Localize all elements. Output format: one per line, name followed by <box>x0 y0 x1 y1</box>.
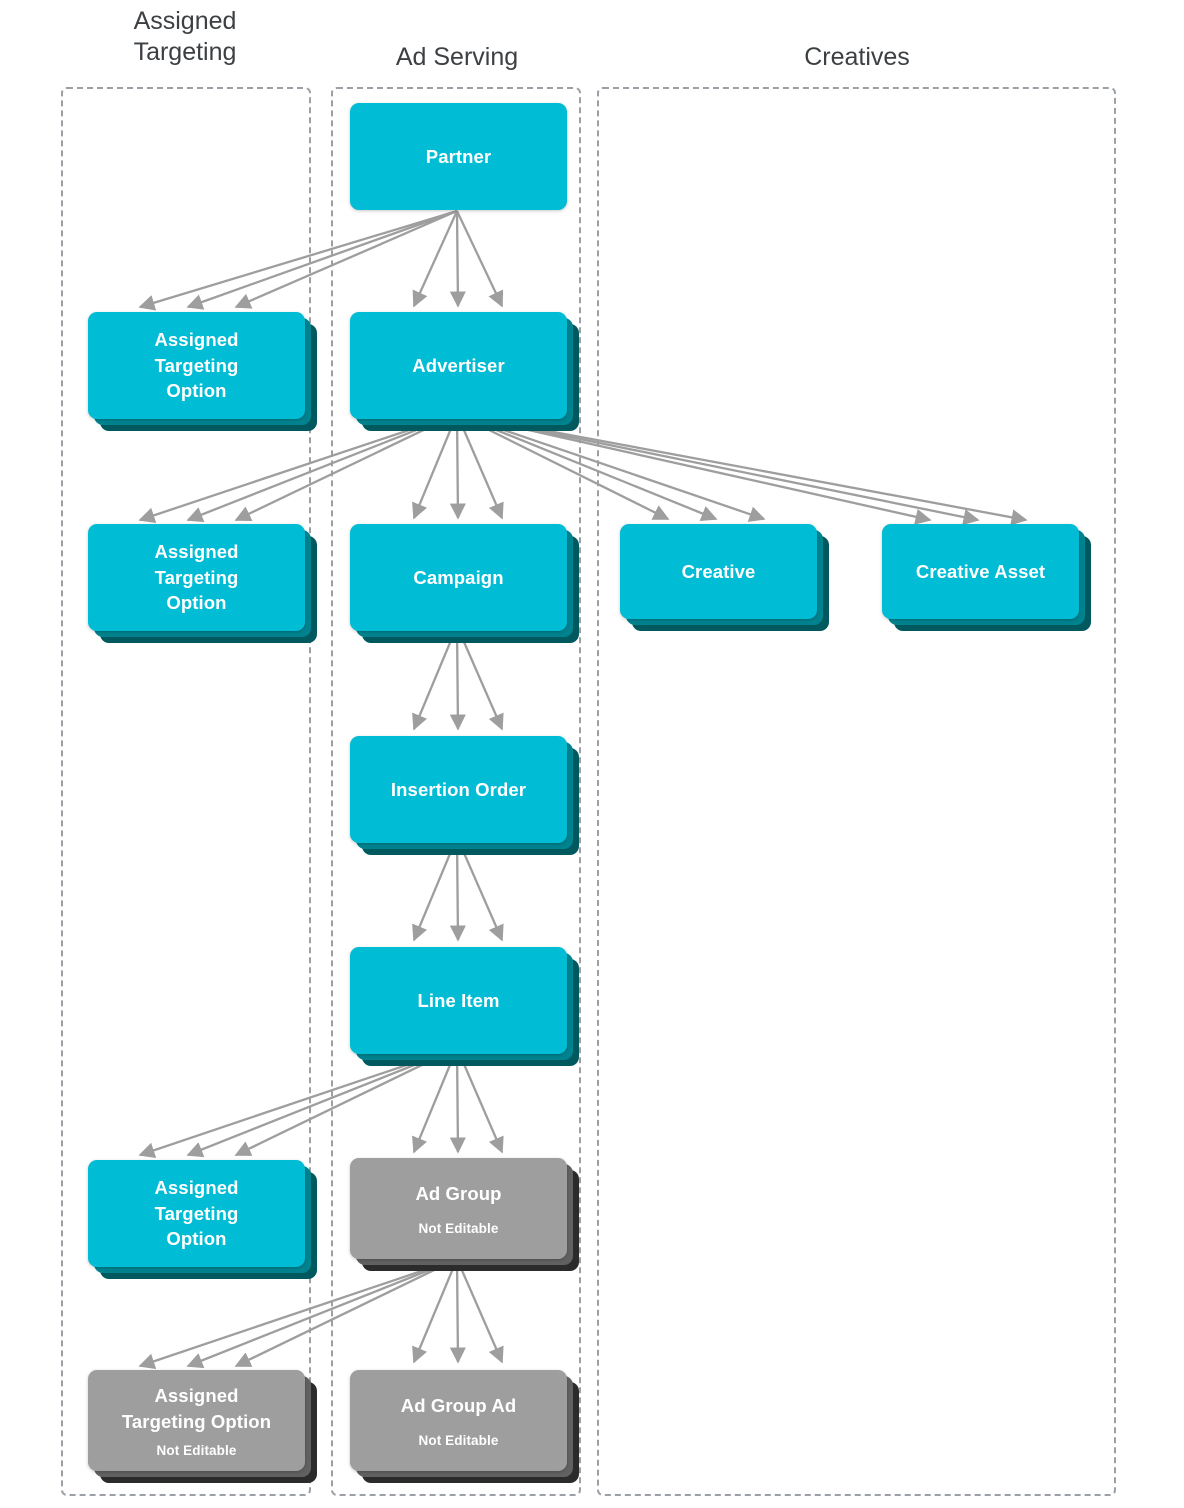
node-label: Creative Asset <box>915 560 1046 582</box>
node-insertion-order[interactable]: Insertion Order <box>350 736 579 855</box>
node-card[interactable]: Assigned Targeting Option <box>88 524 305 631</box>
node-partner[interactable]: Partner <box>350 103 567 210</box>
node-card[interactable]: Assigned Targeting Option <box>88 312 305 419</box>
column-label-line-1: Assigned <box>133 7 237 35</box>
label-line-2: Targeting <box>154 354 239 376</box>
column-group-ad-serving <box>331 87 581 1496</box>
label-line-3: Option <box>166 380 227 402</box>
node-label: Campaign <box>413 566 504 588</box>
node-label: Line Item <box>417 989 500 1011</box>
node-ad-group-ad[interactable]: Ad Group Ad Not Editable <box>350 1370 579 1483</box>
label-line-1: Assigned <box>154 1177 239 1199</box>
node-assigned-targeting-option-line-item[interactable]: Assigned Targeting Option <box>88 1160 317 1279</box>
node-label: Ad Group Ad <box>400 1394 517 1416</box>
node-label: Assigned Targeting Option <box>154 1175 238 1252</box>
node-creative-asset[interactable]: Creative Asset <box>882 524 1091 631</box>
node-label: Advertiser <box>412 354 505 376</box>
node-card[interactable]: Ad Group Ad Not Editable <box>350 1370 567 1471</box>
node-label: Insertion Order <box>390 778 527 800</box>
node-label: Ad Group <box>415 1182 502 1204</box>
node-label: Assigned Targeting Option <box>154 539 238 616</box>
node-label: Assigned Targeting Option <box>122 1383 271 1434</box>
column-group-assigned-targeting <box>61 87 311 1496</box>
node-assigned-targeting-option-ad-group[interactable]: Assigned Targeting Option Not Editable <box>88 1370 317 1483</box>
label-line-3: Option <box>166 592 227 614</box>
node-label: Assigned Targeting Option <box>154 327 238 404</box>
node-card[interactable]: Assigned Targeting Option <box>88 1160 305 1267</box>
label-line-2: Targeting Option <box>121 1410 272 1432</box>
label-line-1: Assigned <box>154 1384 239 1406</box>
label-line-2: Targeting <box>154 1202 239 1224</box>
not-editable-badge: Not Editable <box>156 1443 237 1459</box>
node-line-item[interactable]: Line Item <box>350 947 579 1066</box>
node-card[interactable]: Creative Asset <box>882 524 1079 619</box>
label-line-1: Assigned <box>154 541 239 563</box>
node-assigned-targeting-option-advertiser[interactable]: Assigned Targeting Option <box>88 524 317 643</box>
node-card[interactable]: Assigned Targeting Option Not Editable <box>88 1370 305 1471</box>
node-ad-group[interactable]: Ad Group Not Editable <box>350 1158 579 1271</box>
label-line-1: Assigned <box>154 329 239 351</box>
node-card[interactable]: Insertion Order <box>350 736 567 843</box>
column-label-line-2: Targeting <box>133 37 237 66</box>
node-assigned-targeting-option-partner[interactable]: Assigned Targeting Option <box>88 312 317 431</box>
node-advertiser[interactable]: Advertiser <box>350 312 579 431</box>
column-label-creatives: Creatives <box>598 42 1116 73</box>
column-label-line-1: Creatives <box>804 43 910 71</box>
node-partner-card[interactable]: Partner <box>350 103 567 210</box>
column-label-line-1: Ad Serving <box>395 43 519 71</box>
not-editable-badge: Not Editable <box>418 1433 499 1449</box>
node-campaign[interactable]: Campaign <box>350 524 579 643</box>
node-card[interactable]: Creative <box>620 524 817 619</box>
node-card[interactable]: Campaign <box>350 524 567 631</box>
label-line-2: Targeting <box>154 566 239 588</box>
column-label-ad-serving: Ad Serving <box>332 42 582 73</box>
column-label-assigned-targeting: Assigned Targeting <box>60 6 310 67</box>
node-partner-label: Partner <box>425 145 492 167</box>
node-card[interactable]: Ad Group Not Editable <box>350 1158 567 1259</box>
node-creative[interactable]: Creative <box>620 524 829 631</box>
label-line-3: Option <box>166 1228 227 1250</box>
node-card[interactable]: Advertiser <box>350 312 567 419</box>
node-label: Creative <box>681 560 756 582</box>
node-card[interactable]: Line Item <box>350 947 567 1054</box>
not-editable-badge: Not Editable <box>418 1221 499 1237</box>
column-group-creatives <box>597 87 1116 1496</box>
